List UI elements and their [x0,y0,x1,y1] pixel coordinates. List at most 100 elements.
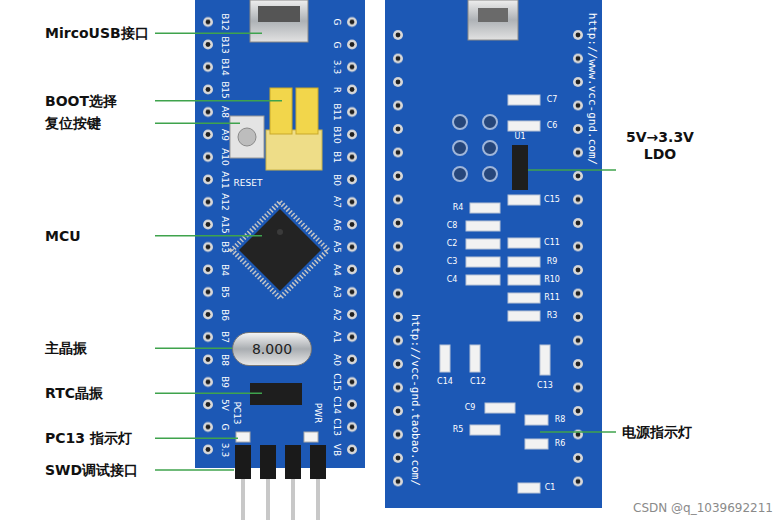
leader-line [155,438,238,440]
pad [540,345,550,375]
component-designator: C13 [537,382,553,390]
component-designator: C9 [465,404,476,412]
pin-label: B4 [220,264,229,276]
pin-label: A10 [220,148,229,166]
pad [508,195,540,205]
pin-label: A15 [220,216,229,234]
callout-label: 电源指示灯 [622,424,692,441]
pin-label: C14 [332,396,341,414]
header-pin [316,478,320,520]
header-pin [291,478,295,520]
usb-opening [258,6,300,22]
pin-label: B13 [220,36,229,54]
component-designator: R8 [555,416,566,424]
pcb-front [195,0,365,468]
leader-lines [155,33,616,470]
callout-label: MCU [45,228,81,245]
leader-line [155,348,240,350]
silkscreen-label: PWR [313,403,324,424]
pin-label: B10 [332,126,341,144]
pin-label: G [332,19,341,26]
callout-label: MircoUSB接口 [45,25,149,42]
component-designator: C1 [545,484,556,492]
mcu-dot [277,229,283,235]
pin-label: 5V [220,399,229,411]
usb-footprint-inner [478,8,508,22]
pad [525,439,548,449]
pad [508,293,540,303]
callout-label: RTC晶振 [45,385,103,402]
component-designator: C6 [547,122,558,130]
component-designator: R10 [544,276,560,284]
pin-label: A12 [220,193,229,211]
callout-label: SWD调试接口 [45,462,138,479]
component-designator: C11 [544,239,560,247]
pad [508,95,540,105]
pin-label: A2 [332,309,341,321]
pad [483,141,497,155]
mcu-chip [239,209,321,291]
pin-label: A9 [220,129,229,141]
component-designator: C15 [544,196,560,204]
led [236,432,250,442]
crystal-body: 8.000 [232,332,312,366]
pin-label: B14 [220,58,229,76]
leader-line [155,100,282,102]
jumper-base [266,130,322,170]
silkscreen-label: PC13 [232,401,243,424]
pad [485,403,515,413]
pin-label: B1 [332,151,341,163]
pin-label: G [220,424,229,431]
component-designator: U1 [515,133,526,141]
mcu-pins [232,202,328,298]
callout-label: PC13 指示灯 [45,430,132,447]
pin-holes [345,11,359,461]
pin-label: A3 [332,286,341,298]
boot-jumper [296,88,318,134]
watermark: CSDN @q_1039692211 [633,501,773,515]
pin-label: R [332,86,341,92]
pad [466,257,500,267]
pad [525,415,548,425]
pad [470,425,500,435]
header-housing [235,445,251,479]
component-designator: C8 [447,222,458,230]
pin-label: B7 [220,331,229,343]
header-housing [260,445,276,479]
crystal-frequency: 8.000 [252,341,292,357]
pin-label: A1 [332,331,341,343]
pin-holes [571,23,585,493]
component-designator: R4 [453,204,464,212]
pin-label: B6 [220,309,229,321]
component-designator: R11 [544,294,560,302]
component-designator: C12 [470,378,486,386]
pad [518,483,540,493]
pin-label: B15 [220,81,229,99]
pad [470,203,500,213]
pin-label: A4 [332,264,341,276]
url-label: http://www.vcc-gnd.com/ [587,11,598,167]
pad [508,257,540,267]
pad [508,311,540,321]
callout-label: 复位按键 [45,115,101,132]
callout-label: 5V→3.3V LDO [618,129,702,163]
pad [453,115,467,129]
pin-holes [391,23,405,493]
component-designator: C2 [447,240,458,248]
header-pin [241,478,245,520]
leader-line [155,123,240,125]
leader-line [155,469,234,471]
pin-label: B9 [220,376,229,388]
pad [466,275,500,285]
pad [508,121,540,131]
component-designator: R3 [547,312,558,320]
leader-line [528,169,616,171]
pad [466,239,500,249]
pin-label: A7 [332,196,341,208]
reset-button [230,116,264,158]
component-designator: C3 [447,258,458,266]
smd-pads [440,95,550,493]
component-designator: C7 [547,96,558,104]
component-designator: R9 [547,258,558,266]
pin-label: C15 [332,373,341,391]
